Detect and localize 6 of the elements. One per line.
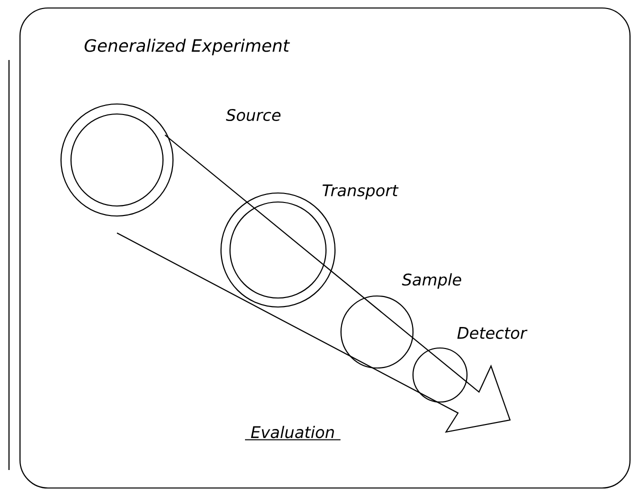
underlined-label: Evaluation (245, 426, 341, 440)
title: Generalized Experiment (84, 38, 290, 56)
node-label: Sample (402, 273, 462, 289)
node-label: Source (226, 108, 280, 122)
node-label: Transport (322, 184, 399, 200)
node-label: Detector (457, 327, 528, 339)
